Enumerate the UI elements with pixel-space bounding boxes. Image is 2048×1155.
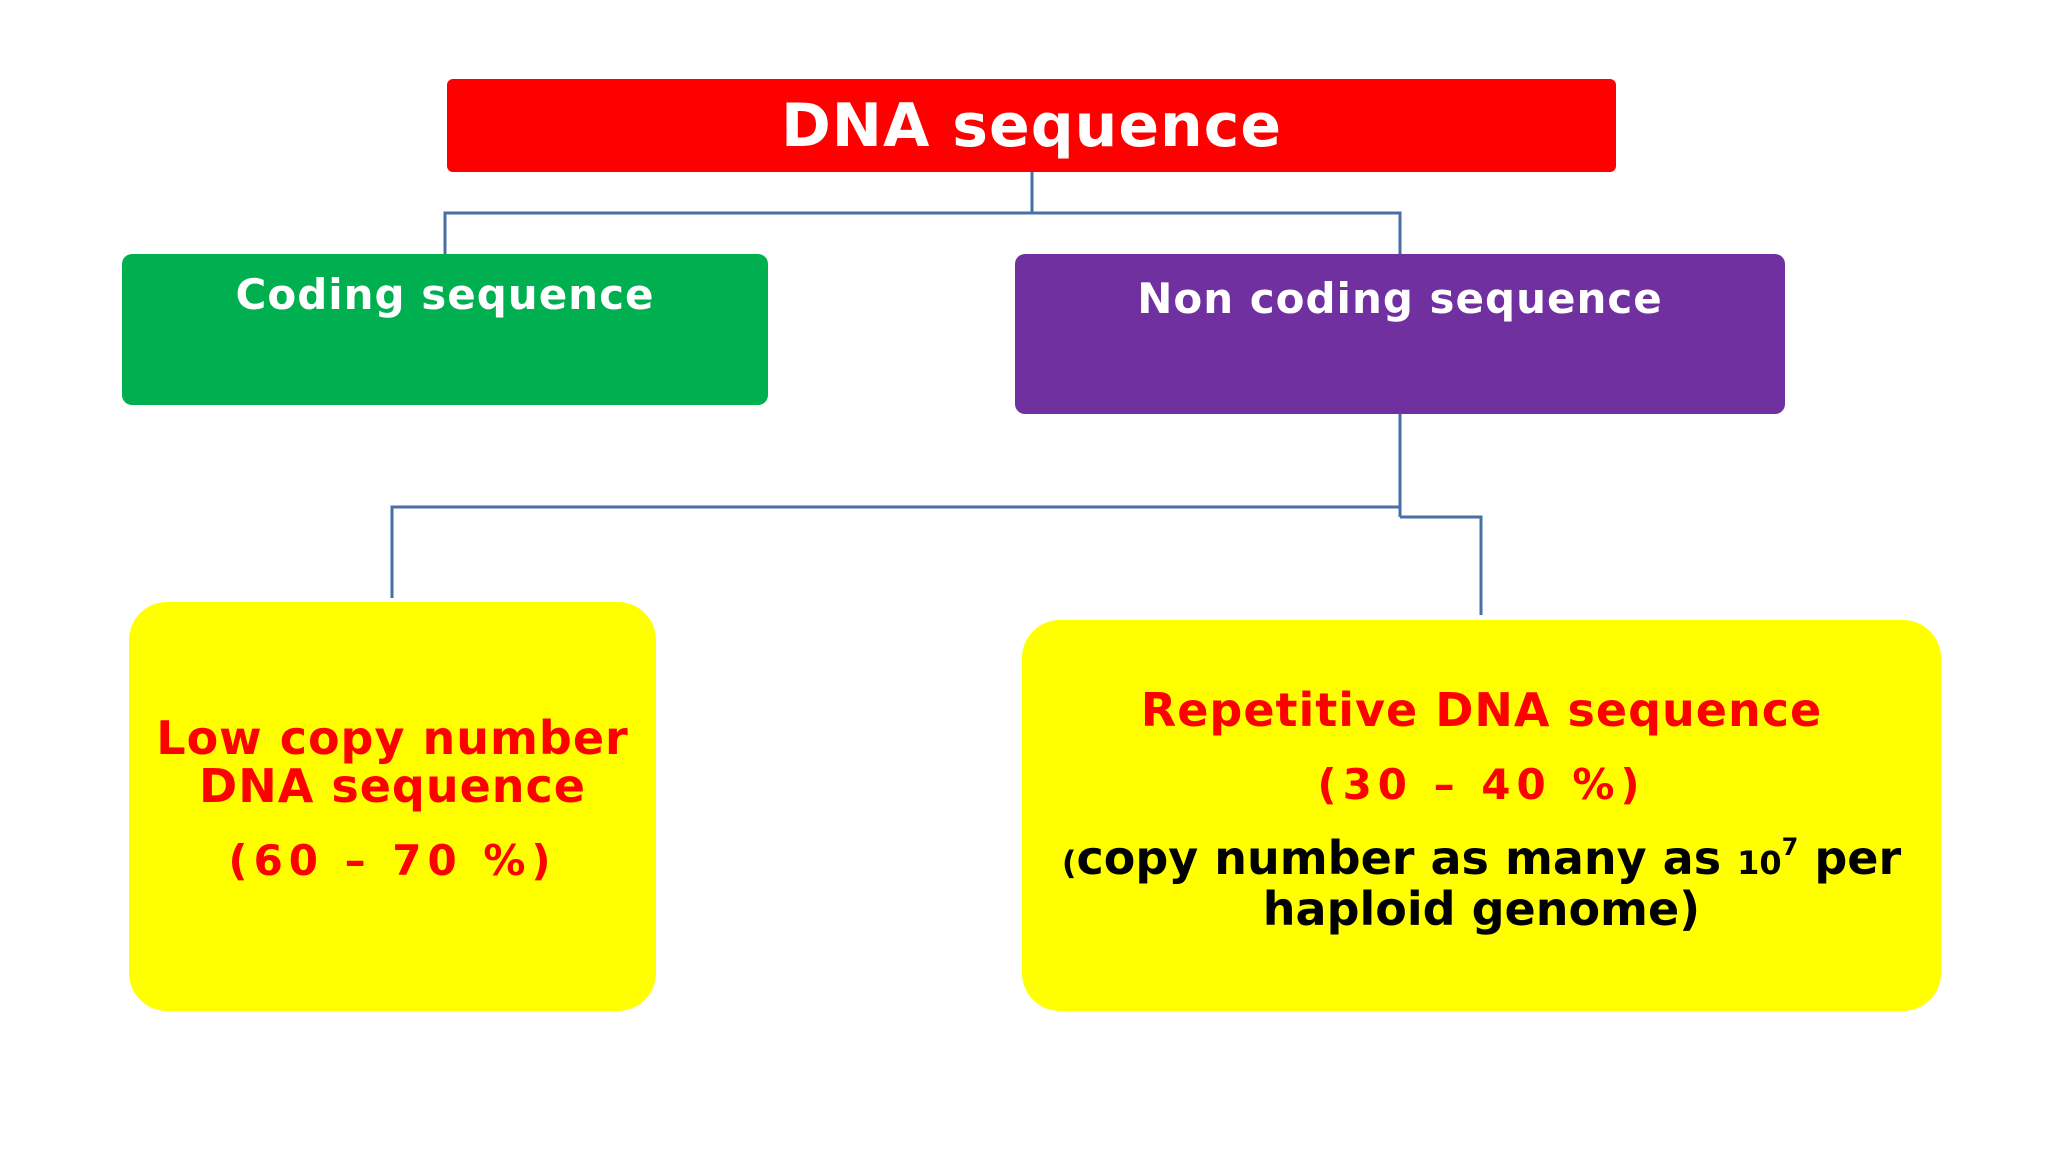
note-power-base: 10 (1737, 844, 1782, 882)
note-post-text: per (1798, 831, 1902, 885)
note-open-paren: ( (1061, 844, 1077, 882)
connector-to-lowcopy (390, 505, 1400, 598)
low-copy-title-line2: DNA sequence (199, 759, 586, 813)
copy-number-note-line2: haploid genome) (1263, 886, 1700, 932)
note-line2-text: haploid genome) (1262, 882, 1701, 936)
low-copy-number-node: Low copy number DNA sequence (60 – 70 %) (129, 602, 656, 1011)
low-copy-title-line1: Low copy number (156, 711, 629, 765)
repetitive-dna-node: Repetitive DNA sequence (30 – 40 %) (cop… (1022, 620, 1941, 1011)
coding-sequence-label: Coding sequence (235, 270, 655, 319)
noncoding-sequence-label: Non coding sequence (1137, 274, 1663, 323)
note-pre-text: copy number as many as (1076, 831, 1738, 885)
dna-sequence-label: DNA sequence (780, 90, 1283, 161)
dna-sequence-node: DNA sequence (447, 79, 1616, 172)
coding-sequence-node: Coding sequence (122, 254, 768, 405)
repetitive-percent: (30 – 40 %) (1317, 760, 1646, 809)
copy-number-note: (copy number as many as 107 per (1062, 835, 1901, 886)
repetitive-title: Repetitive DNA sequence (1140, 683, 1823, 737)
note-power-exponent: 7 (1781, 833, 1799, 861)
low-copy-percent: (60 – 70 %) (228, 836, 557, 885)
connector-to-repetitive (1400, 515, 1483, 615)
connector-root-to-children (443, 211, 1402, 254)
noncoding-sequence-node: Non coding sequence (1015, 254, 1785, 414)
